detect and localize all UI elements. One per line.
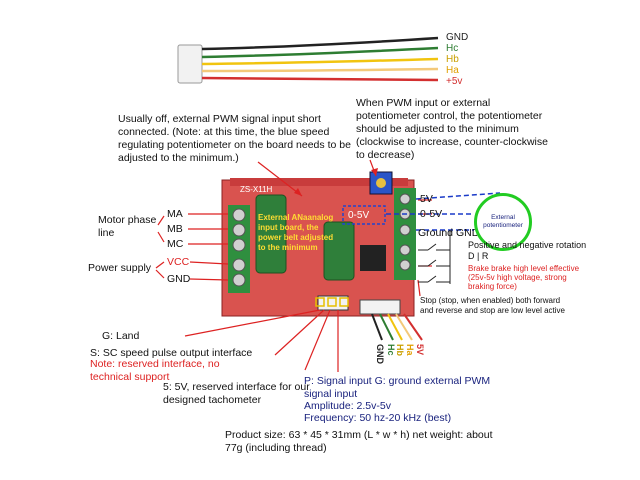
note-g-land: G: Land — [102, 330, 140, 342]
wire-label-hb: Hb — [446, 54, 459, 65]
terminal-gnd: GND — [167, 273, 191, 285]
right-terminal-0-5v: 0-5V — [420, 208, 443, 220]
note-s-speed-pulse: S: SC speed pulse output interface — [90, 347, 253, 359]
terminal-vcc: VCC — [167, 256, 190, 268]
hall-sensor-cable — [177, 36, 439, 84]
controller-board — [221, 171, 416, 317]
board-silkscreen: ZS-X11H — [240, 185, 273, 194]
bottom-pin-wires — [371, 313, 423, 341]
note-5v-reserved: 5: 5V, reserved interface for our design… — [163, 381, 310, 406]
external-pot-label: External potentiometer — [483, 214, 523, 229]
note-pwm-when-input: When PWM input or external potentiometer… — [356, 97, 548, 161]
note-pwm-usually-off: Usually off, external PWM signal input s… — [118, 113, 351, 164]
terminal-ma: MA — [167, 208, 183, 220]
external-potentiometer: External potentiometer — [474, 193, 532, 251]
switch-symbols — [418, 230, 451, 284]
note-s-reserved: Note: reserved interface, no technical s… — [90, 358, 220, 383]
right-terminal-ground: Ground GND — [418, 227, 480, 239]
stop-label: Stop (stop, when enabled) both forward a… — [420, 296, 565, 315]
note-amplitude: Amplitude: 2.5v-5v — [304, 400, 391, 412]
pot-label: 0-5V — [348, 210, 370, 221]
pin-label-ha: Ha — [405, 344, 415, 356]
wire-label-gnd: GND — [446, 32, 469, 43]
cable-plug — [177, 44, 203, 84]
motor-phase-line-label: Motor phase line — [98, 214, 157, 239]
note-product-size: Product size: 63 * 45 * 31mm (L * w * h)… — [225, 429, 493, 454]
note-frequency: Frequency: 50 hz-20 kHz (best) — [304, 412, 452, 424]
note-p-signal: P: Signal input G: ground external PWM s… — [304, 375, 491, 400]
power-supply-label: Power supply — [88, 262, 152, 274]
pin-label-hb: Hb — [395, 344, 405, 356]
board-overlay-text: External ANaanalog input board, the powe… — [258, 213, 334, 252]
brake-label: Brake brake high level effective (25v-5v… — [468, 264, 580, 291]
wire-label-5v: +5v — [446, 76, 463, 87]
terminal-mc: MC — [167, 238, 184, 250]
right-terminal-5v: 5V — [420, 193, 433, 205]
wire-label-hc: Hc — [446, 43, 459, 54]
direction-label: Positive and negative rotation D | R — [468, 240, 587, 261]
external-pot-lines — [386, 192, 501, 231]
wire-label-ha: Ha — [446, 65, 459, 76]
pin-label-gnd: GND — [375, 344, 385, 364]
terminal-mb: MB — [167, 223, 183, 235]
pin-label-5v: 5V — [415, 344, 425, 356]
